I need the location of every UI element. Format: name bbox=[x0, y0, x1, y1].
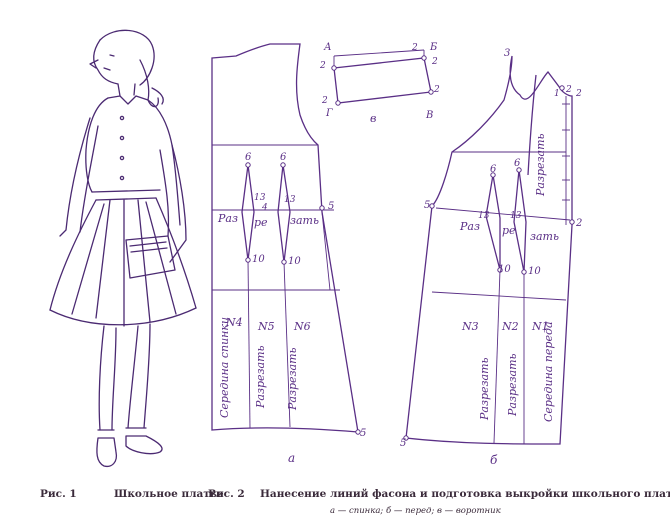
front-num-5a: 5 bbox=[424, 200, 430, 211]
front-num-13a: 13 bbox=[478, 211, 490, 221]
front-num-10a: 10 bbox=[498, 264, 511, 275]
back-panel-n5: N5 bbox=[257, 320, 275, 333]
collar-pattern bbox=[331, 49, 434, 106]
front-num-3: 3 bbox=[504, 48, 510, 59]
back-panel-n6: N6 bbox=[293, 320, 311, 333]
front-region-label: б bbox=[490, 453, 498, 467]
girl-illustration bbox=[49, 29, 197, 468]
front-panel-n2: N2 bbox=[501, 320, 519, 333]
back-num-10a: 10 bbox=[252, 254, 265, 265]
back-cut-3: зать bbox=[290, 214, 319, 227]
back-cut-2: ре bbox=[254, 216, 268, 229]
collar-region-label: в bbox=[370, 112, 376, 125]
front-num-13b: 13 bbox=[510, 211, 522, 221]
back-cut-vertical-1: Разрезать bbox=[254, 346, 267, 410]
back-num-6b: 6 bbox=[280, 152, 287, 163]
front-num-2a: 2 bbox=[565, 85, 572, 95]
front-cut-2: ре bbox=[502, 224, 516, 237]
back-cut-1: Раз bbox=[217, 212, 238, 225]
fig2-title: Нанесение линий фасона и подготовка выкр… bbox=[260, 488, 670, 500]
front-num-6b: 6 bbox=[514, 158, 521, 169]
collar-num-2b: 2 bbox=[319, 61, 326, 71]
fig1-label: Рис. 1 bbox=[40, 488, 77, 500]
fig2-label: Рис. 2 bbox=[208, 488, 245, 500]
front-cut-3: зать bbox=[530, 230, 559, 243]
collar-num-2e: 2 bbox=[321, 96, 328, 106]
back-center-label: Середина спинки bbox=[218, 317, 231, 418]
collar-num-2c: 2 bbox=[431, 57, 438, 67]
back-panel-n4: N4 bbox=[225, 316, 243, 329]
front-pattern bbox=[403, 55, 575, 445]
collar-num-2a: 2 bbox=[411, 43, 418, 53]
front-num-10b: 10 bbox=[528, 266, 541, 277]
collar-point-a: А bbox=[323, 42, 332, 53]
back-num-10b: 10 bbox=[288, 256, 301, 267]
fig2-subtitle: а — спинка; б — перед; в — воротник bbox=[330, 506, 501, 516]
collar-point-v: В bbox=[425, 110, 433, 121]
back-num-6a: 6 bbox=[245, 152, 252, 163]
front-center-label: Середина переда bbox=[542, 321, 555, 422]
front-panel-n3: N3 bbox=[461, 320, 479, 333]
back-num-13b: 13 bbox=[284, 195, 296, 205]
front-num-6a: 6 bbox=[490, 164, 497, 175]
back-region-label: а bbox=[288, 451, 295, 465]
back-num-5b: 5 bbox=[360, 428, 366, 439]
back-num-13a: 13 bbox=[254, 193, 266, 203]
front-num-2c: 2 bbox=[575, 218, 582, 229]
collar-point-b: Б bbox=[429, 42, 438, 53]
back-cut-vertical-2: Разрезать bbox=[286, 348, 299, 412]
front-num-5b: 5 bbox=[400, 438, 406, 449]
front-cut-1: Раз bbox=[459, 220, 480, 233]
front-cut-vertical-2: Разрезать bbox=[506, 354, 519, 418]
front-bodice-cut: Разрезать bbox=[534, 134, 547, 198]
back-pattern bbox=[211, 43, 361, 435]
fig1-title: Школьное платье bbox=[114, 488, 224, 500]
front-num-2b: 2 bbox=[575, 89, 582, 99]
back-num-4: 4 bbox=[261, 203, 268, 213]
front-panel-n1: N1 bbox=[531, 320, 549, 333]
front-cut-vertical-1: Разрезать bbox=[478, 358, 491, 422]
collar-num-2d: 2 bbox=[433, 85, 440, 95]
back-num-5: 5 bbox=[328, 201, 334, 212]
collar-point-g: Г bbox=[325, 108, 333, 119]
front-num-1: 1 bbox=[554, 89, 560, 99]
